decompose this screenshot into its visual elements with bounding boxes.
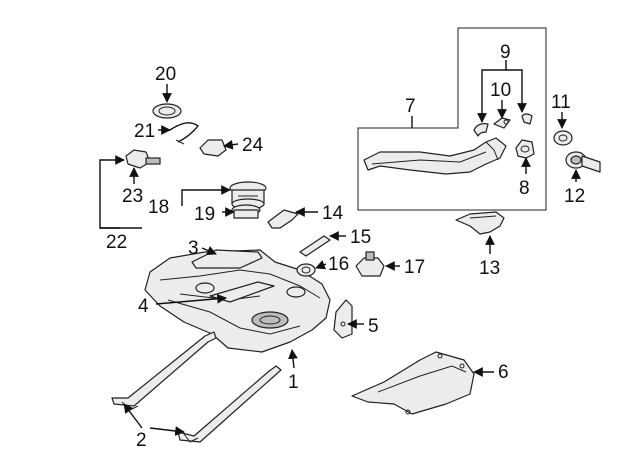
harness-wire (169, 122, 199, 145)
hose-clamp (493, 117, 511, 129)
callout-labels: 1 2 3 4 5 6 7 8 9 10 11 12 13 14 15 16 1… (106, 42, 585, 451)
callout-16: 16 (328, 254, 349, 275)
vent-hose (473, 113, 533, 137)
gasket-ring (553, 130, 573, 146)
filler-cap-seal (515, 139, 535, 159)
fuel-cap (565, 151, 601, 173)
callout-21: 21 (134, 121, 155, 142)
callout-18: 18 (148, 197, 169, 218)
callout-11: 11 (551, 92, 571, 113)
vapor-tube (299, 235, 331, 257)
callout-6: 6 (498, 362, 509, 383)
callout-9: 9 (500, 42, 511, 63)
fuel-filter (296, 263, 316, 277)
leader-lines (99, 60, 581, 436)
filler-duct (455, 211, 505, 235)
callout-24: 24 (242, 135, 264, 156)
support-bracket (267, 209, 299, 229)
bracket (333, 299, 353, 339)
sender-unit (125, 149, 161, 169)
pump-module (355, 251, 385, 277)
callout-8: 8 (519, 178, 530, 199)
callout-23: 23 (122, 186, 143, 207)
callout-1: 1 (288, 372, 299, 393)
callout-5: 5 (368, 316, 379, 337)
callout-12: 12 (564, 186, 585, 207)
callout-13: 13 (479, 258, 500, 279)
callout-20: 20 (155, 64, 176, 85)
callout-4: 4 (138, 296, 149, 317)
pressure-regulator (199, 139, 227, 157)
lock-ring (152, 103, 182, 119)
filler-pipe-group-box (357, 27, 547, 211)
callout-2: 2 (136, 430, 147, 451)
fuel-gauge-sender (231, 204, 261, 219)
filler-pipe (363, 137, 507, 175)
callout-10: 10 (490, 80, 511, 101)
callout-7: 7 (405, 96, 416, 117)
callout-3: 3 (188, 238, 199, 259)
callout-14: 14 (322, 203, 344, 224)
callout-19: 19 (194, 204, 215, 225)
callout-22: 22 (106, 232, 127, 253)
fuel-tank (144, 249, 331, 353)
callout-17: 17 (404, 257, 425, 278)
callout-15: 15 (350, 227, 371, 248)
heat-shield (351, 351, 475, 415)
